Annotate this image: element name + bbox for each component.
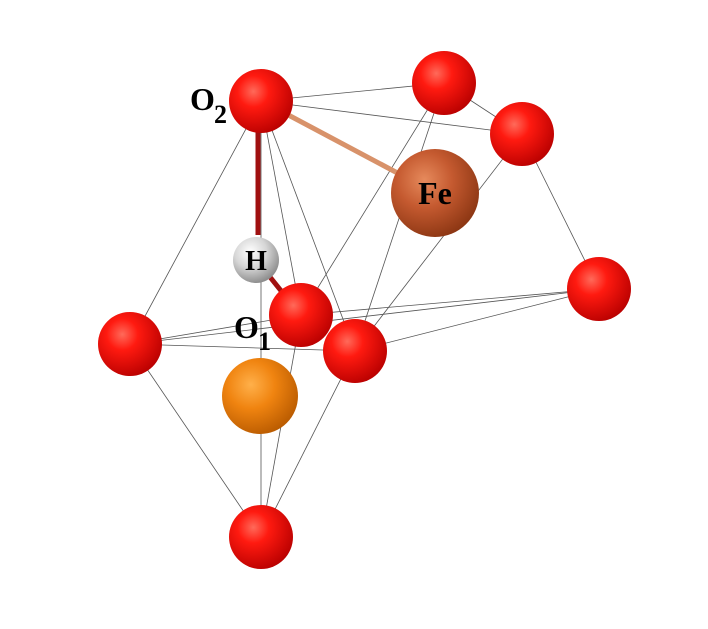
polyhedron-edge	[129, 343, 356, 352]
oxygen-atom-left	[98, 312, 162, 376]
oxygen-atom-center	[323, 319, 387, 383]
oxygen-atom-o1	[269, 283, 333, 347]
o1-label-subscript: 1	[258, 327, 271, 356]
polyhedron-edge	[129, 100, 262, 345]
o2-label-subscript: 2	[214, 100, 227, 129]
polyhedron-edge	[260, 350, 356, 538]
polyhedron-edge	[129, 288, 600, 345]
oxygen-atom-top-right	[412, 51, 476, 115]
oxygen-atom-right	[567, 257, 631, 321]
polyhedron-edge	[354, 288, 600, 352]
oxygen-atom-o2	[229, 69, 293, 133]
hydrogen-atom	[233, 237, 279, 283]
polyhedron-edge	[260, 100, 302, 316]
o2-label: O	[190, 81, 215, 117]
polyhedron-edge	[260, 100, 356, 352]
metal-atom-orange	[222, 358, 298, 434]
polyhedron-edge	[129, 343, 262, 538]
polyhedron-edge	[354, 133, 523, 352]
iron-atom	[391, 149, 479, 237]
oxygen-atom-bottom	[229, 505, 293, 569]
hydrogen-label: H	[245, 246, 267, 277]
polyhedron-edge	[300, 82, 445, 316]
oxygen-atom-right-upper	[490, 102, 554, 166]
o1-label: O	[234, 309, 259, 345]
polyhedron-edge	[300, 288, 600, 316]
iron-label: Fe	[418, 175, 452, 211]
polyhedron-edge	[260, 100, 523, 135]
